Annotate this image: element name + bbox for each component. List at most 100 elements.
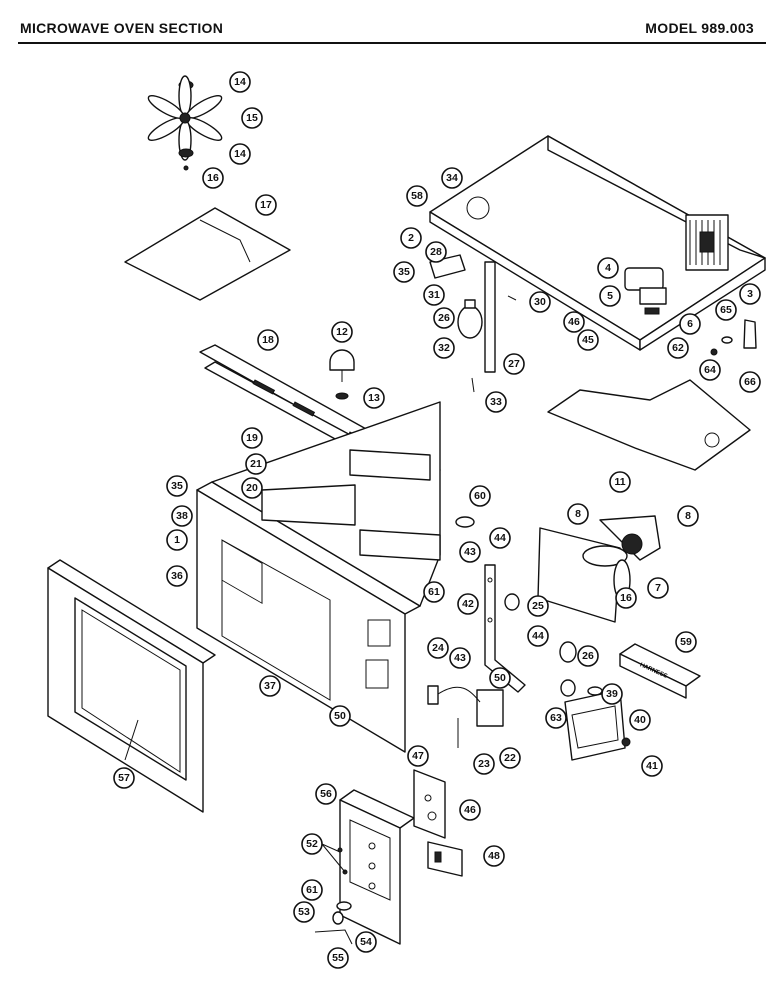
- svg-text:14: 14: [234, 76, 246, 88]
- callout-54: 54: [355, 931, 377, 953]
- svg-text:8: 8: [685, 510, 691, 522]
- svg-text:11: 11: [614, 476, 625, 488]
- callout-62: 62: [667, 337, 689, 359]
- relay-module: [427, 841, 463, 877]
- svg-text:16: 16: [620, 592, 632, 604]
- callout-33: 33: [485, 391, 507, 413]
- callout-22: 22: [499, 747, 521, 769]
- header-rule: [18, 42, 766, 44]
- callout-60: 60: [469, 485, 491, 507]
- callout-40: 40: [629, 709, 651, 731]
- callout-8-right: 8: [677, 505, 699, 527]
- thermal-cutout: [559, 641, 577, 697]
- callout-26-top: 26: [433, 307, 455, 329]
- callout-48: 48: [483, 845, 505, 867]
- callout-16-top: 16: [202, 167, 224, 189]
- svg-text:8: 8: [575, 508, 581, 520]
- callout-66: 66: [739, 371, 761, 393]
- callout-14-top: 14: [229, 71, 251, 93]
- svg-text:65: 65: [720, 304, 732, 316]
- svg-text:23: 23: [478, 758, 490, 770]
- callout-16-mid: 18: [257, 329, 279, 351]
- callout-50-right: 50: [489, 667, 511, 689]
- fan-assembly: [537, 515, 661, 623]
- svg-text:2: 2: [408, 232, 414, 244]
- callout-7: 7: [647, 577, 669, 599]
- svg-text:18: 18: [262, 334, 274, 346]
- clip-66: [743, 319, 757, 349]
- callout-47: 47: [407, 745, 429, 767]
- callout-11: 11: [609, 471, 631, 493]
- small-parts: [314, 843, 353, 945]
- svg-text:35: 35: [398, 266, 410, 278]
- svg-text:3: 3: [747, 288, 753, 300]
- callout-50-mid: 50: [329, 705, 351, 727]
- svg-text:21: 21: [250, 458, 262, 470]
- control-board: [413, 769, 446, 839]
- svg-text:62: 62: [672, 342, 684, 354]
- svg-text:42: 42: [462, 598, 474, 610]
- callout-46-bottom: 46: [459, 799, 481, 821]
- svg-text:15: 15: [246, 112, 258, 124]
- svg-text:12: 12: [336, 326, 348, 338]
- callout-41: 41: [641, 755, 663, 777]
- svg-text:25: 25: [532, 600, 544, 612]
- nut-64: [710, 348, 718, 356]
- oven-cavity-frame: [196, 401, 441, 753]
- callout-34: 34: [441, 167, 463, 189]
- callout-28: 28: [425, 241, 447, 263]
- svg-text:66: 66: [744, 376, 756, 388]
- callout-31: 31: [423, 284, 445, 306]
- callout-43-mid: 43: [449, 647, 471, 669]
- svg-text:37: 37: [264, 680, 276, 692]
- svg-text:4: 4: [605, 262, 611, 274]
- callout-20: 20: [241, 477, 263, 499]
- callout-4: 4: [597, 257, 619, 279]
- svg-text:38: 38: [176, 510, 188, 522]
- svg-text:22: 22: [504, 752, 516, 764]
- callout-27: 27: [503, 353, 525, 375]
- svg-text:61: 61: [428, 586, 440, 598]
- svg-text:59: 59: [680, 636, 692, 648]
- svg-text:45: 45: [582, 334, 594, 346]
- callout-42: 42: [457, 593, 479, 615]
- svg-text:26: 26: [438, 312, 450, 324]
- svg-text:5: 5: [607, 290, 613, 302]
- svg-text:32: 32: [438, 342, 450, 354]
- callout-44-top: 44: [489, 527, 511, 549]
- callout-8-fan: 8: [567, 503, 589, 525]
- capacitor-assembly: [624, 267, 667, 315]
- svg-text:19: 19: [246, 432, 258, 444]
- svg-text:26: 26: [582, 650, 594, 662]
- svg-text:35: 35: [171, 480, 183, 492]
- callout-64: 64: [699, 359, 721, 381]
- svg-text:61: 61: [306, 884, 318, 896]
- callout-56: 56: [315, 783, 337, 805]
- callout-5: 5: [599, 285, 621, 307]
- svg-text:47: 47: [412, 750, 424, 762]
- svg-text:28: 28: [430, 246, 442, 258]
- svg-text:41: 41: [646, 760, 658, 772]
- stirrer-cover-plate: [124, 207, 291, 301]
- svg-text:30: 30: [534, 296, 546, 308]
- control-panel: [339, 789, 415, 945]
- stirrer-fan-blade: [147, 75, 223, 171]
- svg-text:44: 44: [532, 630, 544, 642]
- svg-text:24: 24: [432, 642, 444, 654]
- air-duct: [547, 379, 751, 471]
- callout-26-mid: 26: [577, 645, 599, 667]
- svg-text:6: 6: [687, 318, 693, 330]
- svg-text:55: 55: [332, 952, 344, 964]
- oven-door: [47, 559, 216, 813]
- harness-nameplate: HARNESS: [619, 643, 701, 699]
- svg-text:13: 13: [368, 392, 380, 404]
- callout-35-left: 35: [166, 475, 188, 497]
- svg-text:34: 34: [446, 172, 458, 184]
- callout-63: 63: [545, 707, 567, 729]
- svg-text:57: 57: [118, 772, 130, 784]
- callout-58-top: 58: [406, 185, 428, 207]
- svg-text:64: 64: [704, 364, 716, 376]
- svg-text:46: 46: [464, 804, 476, 816]
- svg-text:48: 48: [488, 850, 500, 862]
- svg-text:50: 50: [334, 710, 346, 722]
